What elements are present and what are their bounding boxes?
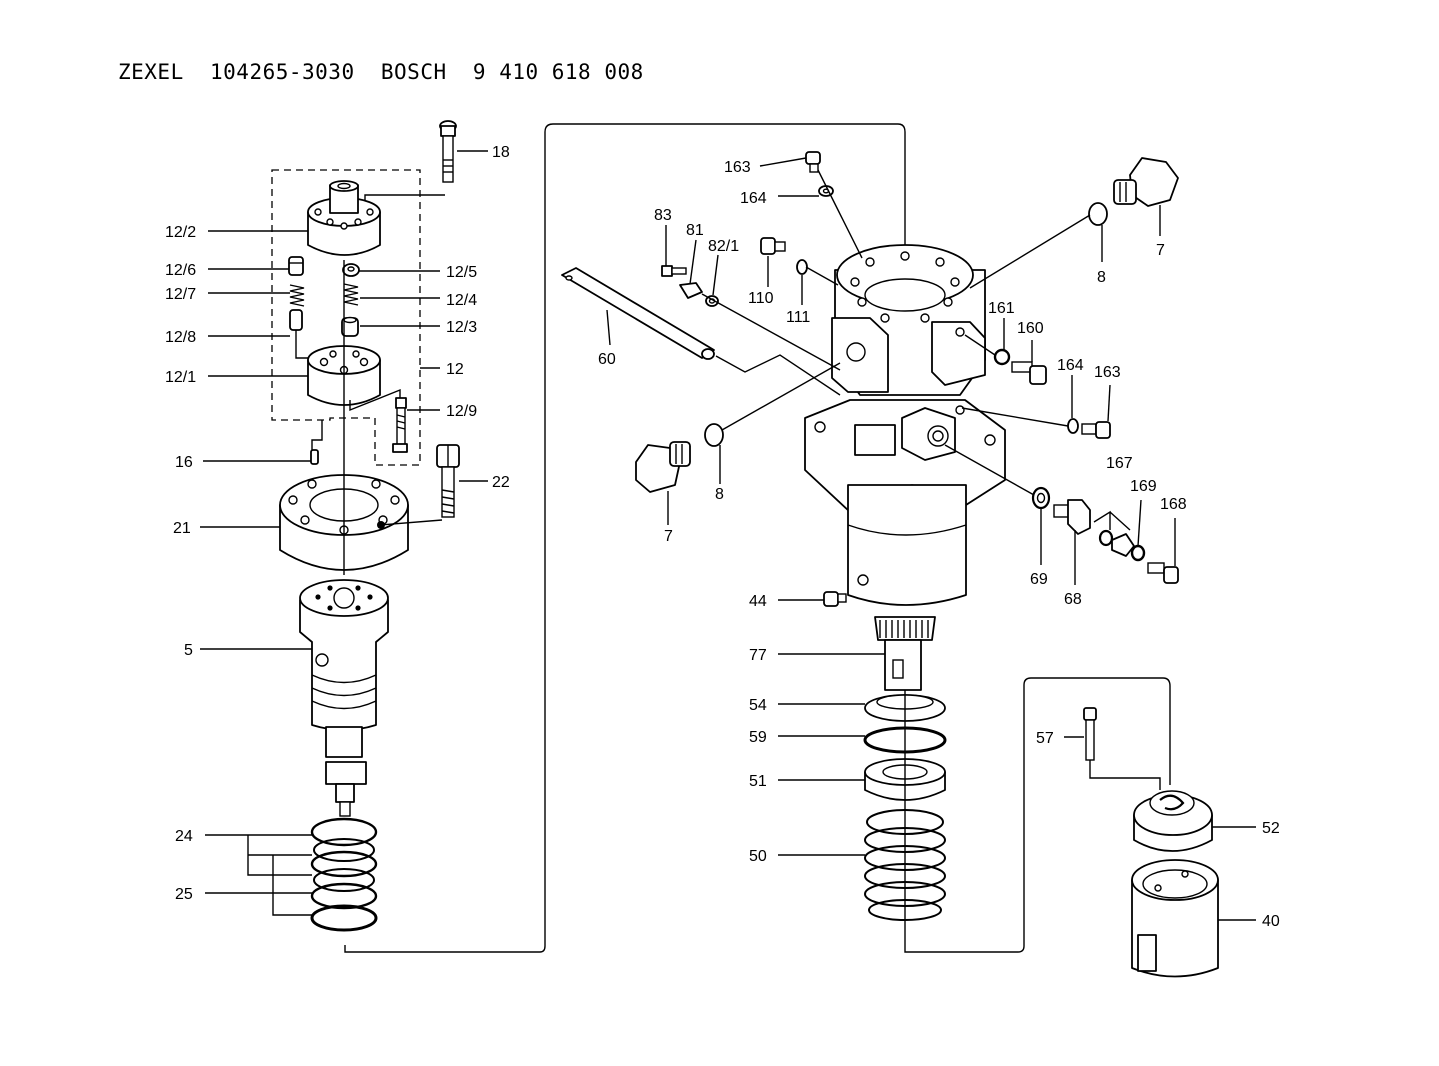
label-8-left: 8 bbox=[715, 486, 724, 503]
label-12-5: 12/5 bbox=[446, 264, 477, 281]
label-77: 77 bbox=[749, 647, 767, 664]
label-8-right: 8 bbox=[1097, 269, 1106, 286]
label-52: 52 bbox=[1262, 820, 1280, 837]
label-12-2: 12/2 bbox=[165, 224, 196, 241]
label-50: 50 bbox=[749, 848, 767, 865]
title-zexel-number: 104265-3030 bbox=[210, 60, 355, 84]
pump-housing bbox=[804, 244, 1006, 691]
spring-seat-12-6 bbox=[288, 256, 304, 276]
oring-8-right bbox=[1088, 202, 1108, 226]
leader-lines bbox=[200, 150, 1256, 925]
valve-12-3 bbox=[341, 316, 359, 337]
label-167: 167 bbox=[1106, 455, 1133, 472]
label-5: 5 bbox=[184, 642, 193, 659]
label-7-right: 7 bbox=[1156, 242, 1165, 259]
label-160: 160 bbox=[1017, 320, 1044, 337]
title-brand-bosch: BOSCH bbox=[380, 60, 447, 84]
label-12-7: 12/7 bbox=[165, 286, 196, 303]
label-161: 161 bbox=[988, 300, 1015, 317]
washer-111 bbox=[796, 259, 808, 275]
title-bosch-number: 9 410 618 008 bbox=[472, 60, 644, 84]
assembly-link-line-2 bbox=[904, 677, 1171, 953]
spring-seat-12-5 bbox=[342, 263, 360, 277]
banjo-bolt-68 bbox=[1053, 499, 1091, 535]
label-69: 69 bbox=[1030, 571, 1048, 588]
pin-16 bbox=[310, 449, 319, 465]
label-22: 22 bbox=[492, 474, 510, 491]
label-12: 12 bbox=[446, 361, 464, 378]
screw-57 bbox=[1083, 707, 1097, 761]
bolt-168 bbox=[1147, 562, 1179, 584]
label-110: 110 bbox=[748, 290, 774, 307]
label-16: 16 bbox=[175, 454, 193, 471]
screw-83 bbox=[661, 265, 687, 277]
valve-holder-12-2 bbox=[307, 180, 381, 256]
label-12-8: 12/8 bbox=[165, 329, 196, 346]
label-68: 68 bbox=[1064, 591, 1082, 608]
assembly-link-line bbox=[344, 123, 906, 953]
washer-69 bbox=[1031, 486, 1051, 510]
label-44: 44 bbox=[749, 593, 767, 610]
label-83: 83 bbox=[654, 207, 672, 224]
screw-163-side bbox=[1081, 421, 1111, 439]
label-164-top: 164 bbox=[740, 190, 767, 207]
washer-82-1 bbox=[705, 295, 719, 307]
barrel-5 bbox=[299, 579, 389, 817]
label-25: 25 bbox=[175, 886, 193, 903]
label-169: 169 bbox=[1130, 478, 1157, 495]
diagram-title: ZEXEL 104265-3030 BOSCH 9 410 618 008 bbox=[118, 60, 644, 84]
bolt-18 bbox=[439, 120, 457, 183]
valve-group-box bbox=[271, 169, 421, 466]
title-brand-zexel: ZEXEL bbox=[118, 60, 184, 84]
label-7-left: 7 bbox=[664, 528, 673, 545]
label-12-9: 12/9 bbox=[446, 403, 477, 420]
label-164-side: 164 bbox=[1057, 357, 1084, 374]
washer-164-side bbox=[1067, 418, 1079, 434]
label-24: 24 bbox=[175, 828, 193, 845]
label-168: 168 bbox=[1160, 496, 1187, 513]
banjo-167 bbox=[1098, 529, 1135, 557]
label-21: 21 bbox=[173, 520, 191, 537]
label-60: 60 bbox=[598, 351, 616, 368]
clip-81 bbox=[679, 282, 703, 299]
bolt-22 bbox=[436, 444, 460, 518]
washer-161 bbox=[993, 348, 1011, 366]
plug-7-left bbox=[635, 441, 691, 493]
label-54: 54 bbox=[749, 697, 767, 714]
plug-7-right bbox=[1113, 157, 1179, 207]
label-12-1: 12/1 bbox=[165, 369, 196, 386]
label-163-top: 163 bbox=[724, 159, 751, 176]
label-40: 40 bbox=[1262, 913, 1280, 930]
valve-12-8 bbox=[289, 309, 303, 340]
label-12-6: 12/6 bbox=[165, 262, 196, 279]
rod-60 bbox=[561, 267, 715, 360]
label-18: 18 bbox=[492, 144, 510, 161]
label-51: 51 bbox=[749, 773, 767, 790]
part-labels: 18 12/2 12/6 12/5 12/7 12/4 12/8 12/3 12… bbox=[165, 144, 1280, 930]
label-163-side: 163 bbox=[1094, 364, 1121, 381]
label-59: 59 bbox=[749, 729, 767, 746]
oring-8-left bbox=[704, 423, 724, 447]
screw-12-9 bbox=[392, 397, 408, 453]
screw-163-top bbox=[805, 151, 821, 173]
label-82-1: 82/1 bbox=[708, 238, 739, 255]
screw-44 bbox=[823, 591, 847, 607]
spring-12-7 bbox=[289, 284, 305, 307]
label-81: 81 bbox=[686, 222, 704, 239]
label-12-3: 12/3 bbox=[446, 319, 477, 336]
screw-160 bbox=[1011, 361, 1047, 385]
label-57: 57 bbox=[1036, 730, 1054, 747]
label-111: 111 bbox=[786, 309, 810, 326]
label-12-4: 12/4 bbox=[446, 292, 477, 309]
washer-169 bbox=[1130, 544, 1146, 562]
tappet-40 bbox=[1131, 859, 1219, 978]
rings-24-25 bbox=[310, 817, 378, 932]
control-sleeve-52 bbox=[1133, 790, 1213, 852]
plug-110 bbox=[760, 237, 786, 255]
spring-12-4 bbox=[343, 283, 359, 306]
